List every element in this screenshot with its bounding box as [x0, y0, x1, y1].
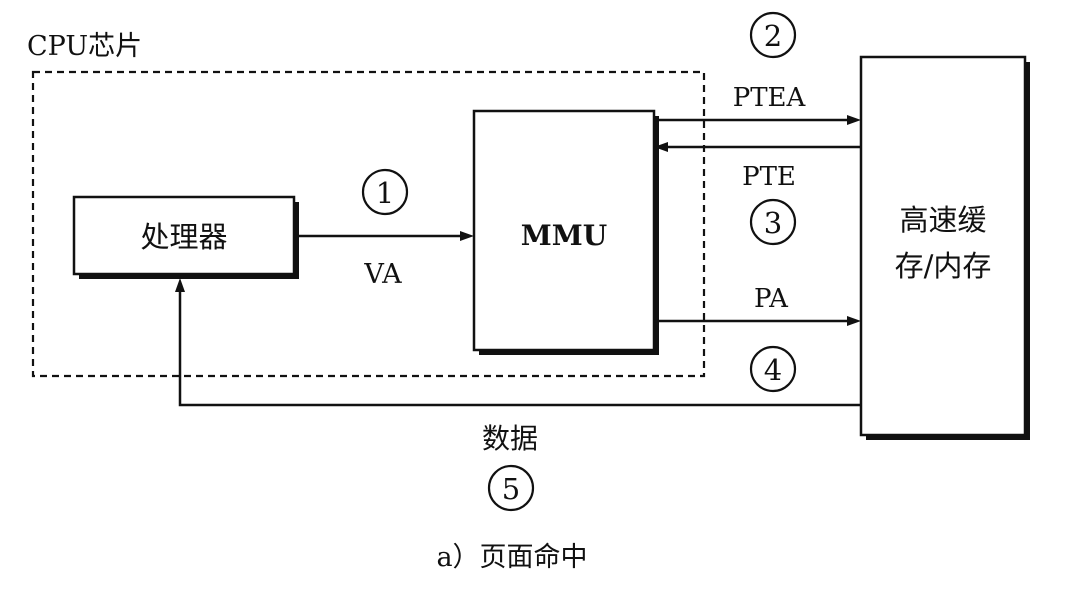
processor-box [72, 195, 296, 276]
step-1-circle [361, 168, 409, 216]
cpu-chip-label: CPU芯片 [27, 31, 142, 62]
step-2-number: 2 [764, 19, 782, 53]
step-3-circle [749, 198, 797, 246]
va-label: VA [363, 259, 402, 290]
mmu-box [472, 109, 656, 352]
cpu-chip-boundary [31, 70, 706, 378]
processor-label: 处理器 [140, 220, 227, 254]
pte-label: PTE [742, 162, 796, 192]
pa-label: PA [754, 284, 789, 314]
ptea-arrowhead [847, 115, 861, 125]
step-1-number: 1 [376, 176, 394, 210]
data-return-path [178, 289, 861, 407]
step-4-circle [749, 345, 797, 393]
step-5-circle [487, 464, 535, 512]
step-2-circle [749, 11, 797, 59]
data-label: 数据 [482, 422, 538, 455]
memory-box [859, 55, 1027, 437]
step-4-number: 4 [764, 353, 782, 387]
mmu-label: MMU [521, 219, 607, 252]
memory-label-line1: 高速缓 [899, 203, 986, 237]
memory-label-line2: 存/内存 [895, 249, 992, 283]
pa-arrowhead [847, 316, 861, 326]
ptea-label: PTEA [733, 83, 807, 113]
step-3-number: 3 [764, 206, 782, 240]
data-arrowhead [175, 278, 185, 292]
caption: a）页面命中 [436, 542, 587, 573]
step-5-number: 5 [502, 472, 520, 506]
pte-arrowhead [654, 142, 668, 152]
va-arrowhead [460, 231, 474, 241]
